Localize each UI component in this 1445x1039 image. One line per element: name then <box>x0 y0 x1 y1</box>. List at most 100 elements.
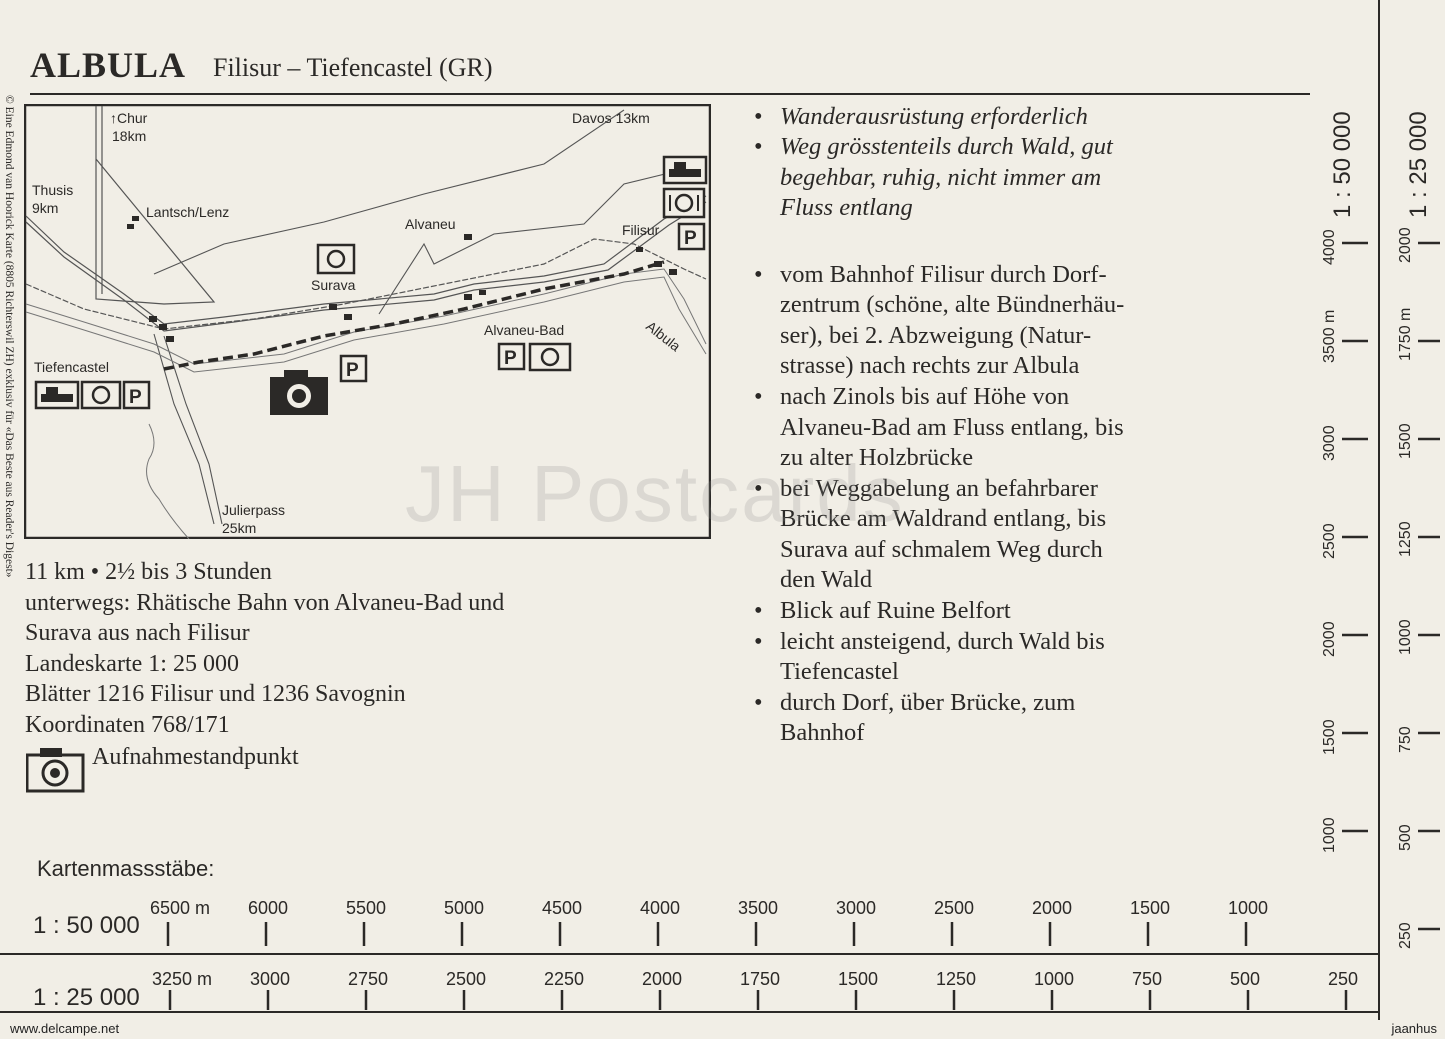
tick-label: 3500 <box>738 898 778 918</box>
svg-text:P: P <box>504 348 517 369</box>
route-distance-duration: 11 km • 2½ bis 3 Stunden <box>25 559 272 585</box>
tick-label: 2500 <box>1321 523 1338 559</box>
route-subtitle: Filisur – Tiefencastel (GR) <box>213 53 493 82</box>
scale-label-50000: 1 : 50 000 <box>33 912 140 939</box>
copyright-text: © Eine Edmond van Hoorick Karte (8805 Ri… <box>3 95 15 578</box>
tick-label: 2500 <box>934 898 974 918</box>
tick-label: 1500 <box>1130 898 1170 918</box>
tick-label: 2500 <box>446 969 486 989</box>
transport-info-cont: Surava aus nach Filisur <box>25 620 250 646</box>
bullet: • <box>754 475 763 502</box>
note-line: Brücke am Waldrand entlang, bis <box>780 505 1107 532</box>
bullet: • <box>754 597 763 624</box>
note-line: vom Bahnhof Filisur durch Dorf- <box>780 261 1107 288</box>
tick-label: 3000 <box>836 898 876 918</box>
map-title: ALBULA <box>30 45 187 85</box>
bullet: • <box>754 689 763 716</box>
parking-icon: P <box>122 380 151 410</box>
copyright-vertical: © Eine Edmond van Hoorick Karte (8805 Ri… <box>3 95 15 725</box>
note-line: den Wald <box>780 566 873 593</box>
note-line: leicht ansteigend, durch Wald bis <box>780 628 1105 655</box>
train-icon <box>34 380 80 410</box>
map-sheet-scale: Landeskarte 1: 25 000 <box>25 651 239 677</box>
note-line: Tiefencastel <box>780 658 899 685</box>
note-line: Weg grösstenteils durch Wald, gut <box>780 133 1113 160</box>
tick-label: 500 <box>1397 824 1414 851</box>
scale-label-25000: 1 : 25 000 <box>33 984 140 1011</box>
note-line: ser), bei 2. Abzweigung (Natur- <box>780 322 1092 349</box>
tick-label: 1750 <box>740 969 780 989</box>
note-line: zu alter Holzbrücke <box>780 444 974 471</box>
map-sheets: Blätter 1216 Filisur und 1236 Savognin <box>25 681 406 707</box>
bullet: • <box>754 103 763 130</box>
label-davos: Davos 13km <box>572 110 650 126</box>
tick-label: 2750 <box>348 969 388 989</box>
tick-label: 3250 m <box>152 969 212 989</box>
bullet: • <box>754 261 763 288</box>
tick-label: 3000 <box>250 969 290 989</box>
tick-label: 1500 <box>1321 719 1338 755</box>
camera-icon <box>270 370 328 415</box>
tick-label: 250 <box>1397 922 1414 949</box>
v-scale-label-25000: 1 : 25 000 <box>1405 111 1432 218</box>
label-chur: ↑Chur <box>110 110 148 126</box>
label-albula-river: Albula <box>643 318 684 355</box>
camera-legend-label: Aufnahmestandpunkt <box>92 744 299 770</box>
note-line: strasse) nach rechts zur Albula <box>780 352 1080 379</box>
restaurant-icon <box>528 342 572 372</box>
tick-label: 1250 <box>1397 521 1414 557</box>
note-line: Alvaneu-Bad am Fluss entlang, bis <box>780 414 1124 441</box>
tick-label: 1500 <box>1397 423 1414 459</box>
note-line: zentrum (schöne, alte Bündnerhäu- <box>780 291 1125 318</box>
tick-label: 4000 <box>1321 229 1338 265</box>
tick-label: 3500 m <box>1321 310 1338 363</box>
tick-label: 5000 <box>444 898 484 918</box>
note-line: Wanderausrüstung erforderlich <box>780 103 1088 130</box>
v-scale-label-50000: 1 : 50 000 <box>1329 111 1356 218</box>
svg-text:P: P <box>684 228 697 249</box>
tick-label: 2000 <box>1321 621 1338 657</box>
parking-icon: P <box>497 342 526 371</box>
tick-label: 750 <box>1397 726 1414 753</box>
tick-label: 6500 m <box>150 898 210 918</box>
note-line: Surava auf schmalem Weg durch <box>780 536 1103 563</box>
bullet: • <box>754 133 763 160</box>
footer-credit: jaanhus <box>1391 1021 1437 1036</box>
tick-label: 5500 <box>346 898 386 918</box>
tick-label: 1000 <box>1397 619 1414 655</box>
label-lantsch: Lantsch/Lenz <box>146 204 229 220</box>
tick-label: 750 <box>1132 969 1162 989</box>
tick-label: 4000 <box>640 898 680 918</box>
label-alvaneu-bad: Alvaneu-Bad <box>484 322 564 338</box>
watermark: JH Postcards <box>405 449 905 538</box>
label-julierpass: Julierpass <box>222 502 285 518</box>
parking-icon: P <box>677 222 706 251</box>
svg-text:P: P <box>346 360 359 381</box>
label-surava: Surava <box>311 277 356 293</box>
label-thusis: Thusis <box>32 182 73 198</box>
tick-label: 1000 <box>1321 817 1338 853</box>
ruler-frame-line <box>1378 0 1380 1020</box>
restaurant-icon <box>80 380 122 410</box>
route-map: ↑Chur 18km Davos 13km Thusis 9km Lantsch… <box>24 104 711 539</box>
tick-label: 3000 <box>1321 425 1338 461</box>
label-alvaneu: Alvaneu <box>405 216 456 232</box>
coordinates: Koordinaten 768/171 <box>25 712 230 738</box>
note-line: bei Weggabelung an befahrbarer <box>780 475 1098 502</box>
tick-label: 1000 <box>1228 898 1268 918</box>
label-tiefencastel: Tiefencastel <box>34 359 109 375</box>
transport-info: unterwegs: Rhätische Bahn von Alvaneu-Ba… <box>25 590 505 616</box>
note-line: durch Dorf, über Brücke, zum <box>780 689 1076 716</box>
tick-label: 1500 <box>838 969 878 989</box>
parking-icon: P <box>339 354 368 383</box>
bullet: • <box>754 628 763 655</box>
label-chur-km: 18km <box>112 128 146 144</box>
bullet: • <box>754 383 763 410</box>
tick-label: 2000 <box>1032 898 1072 918</box>
tick-label: 2000 <box>1397 227 1414 263</box>
tick-label: 250 <box>1328 969 1358 989</box>
camera-icon <box>26 748 85 793</box>
